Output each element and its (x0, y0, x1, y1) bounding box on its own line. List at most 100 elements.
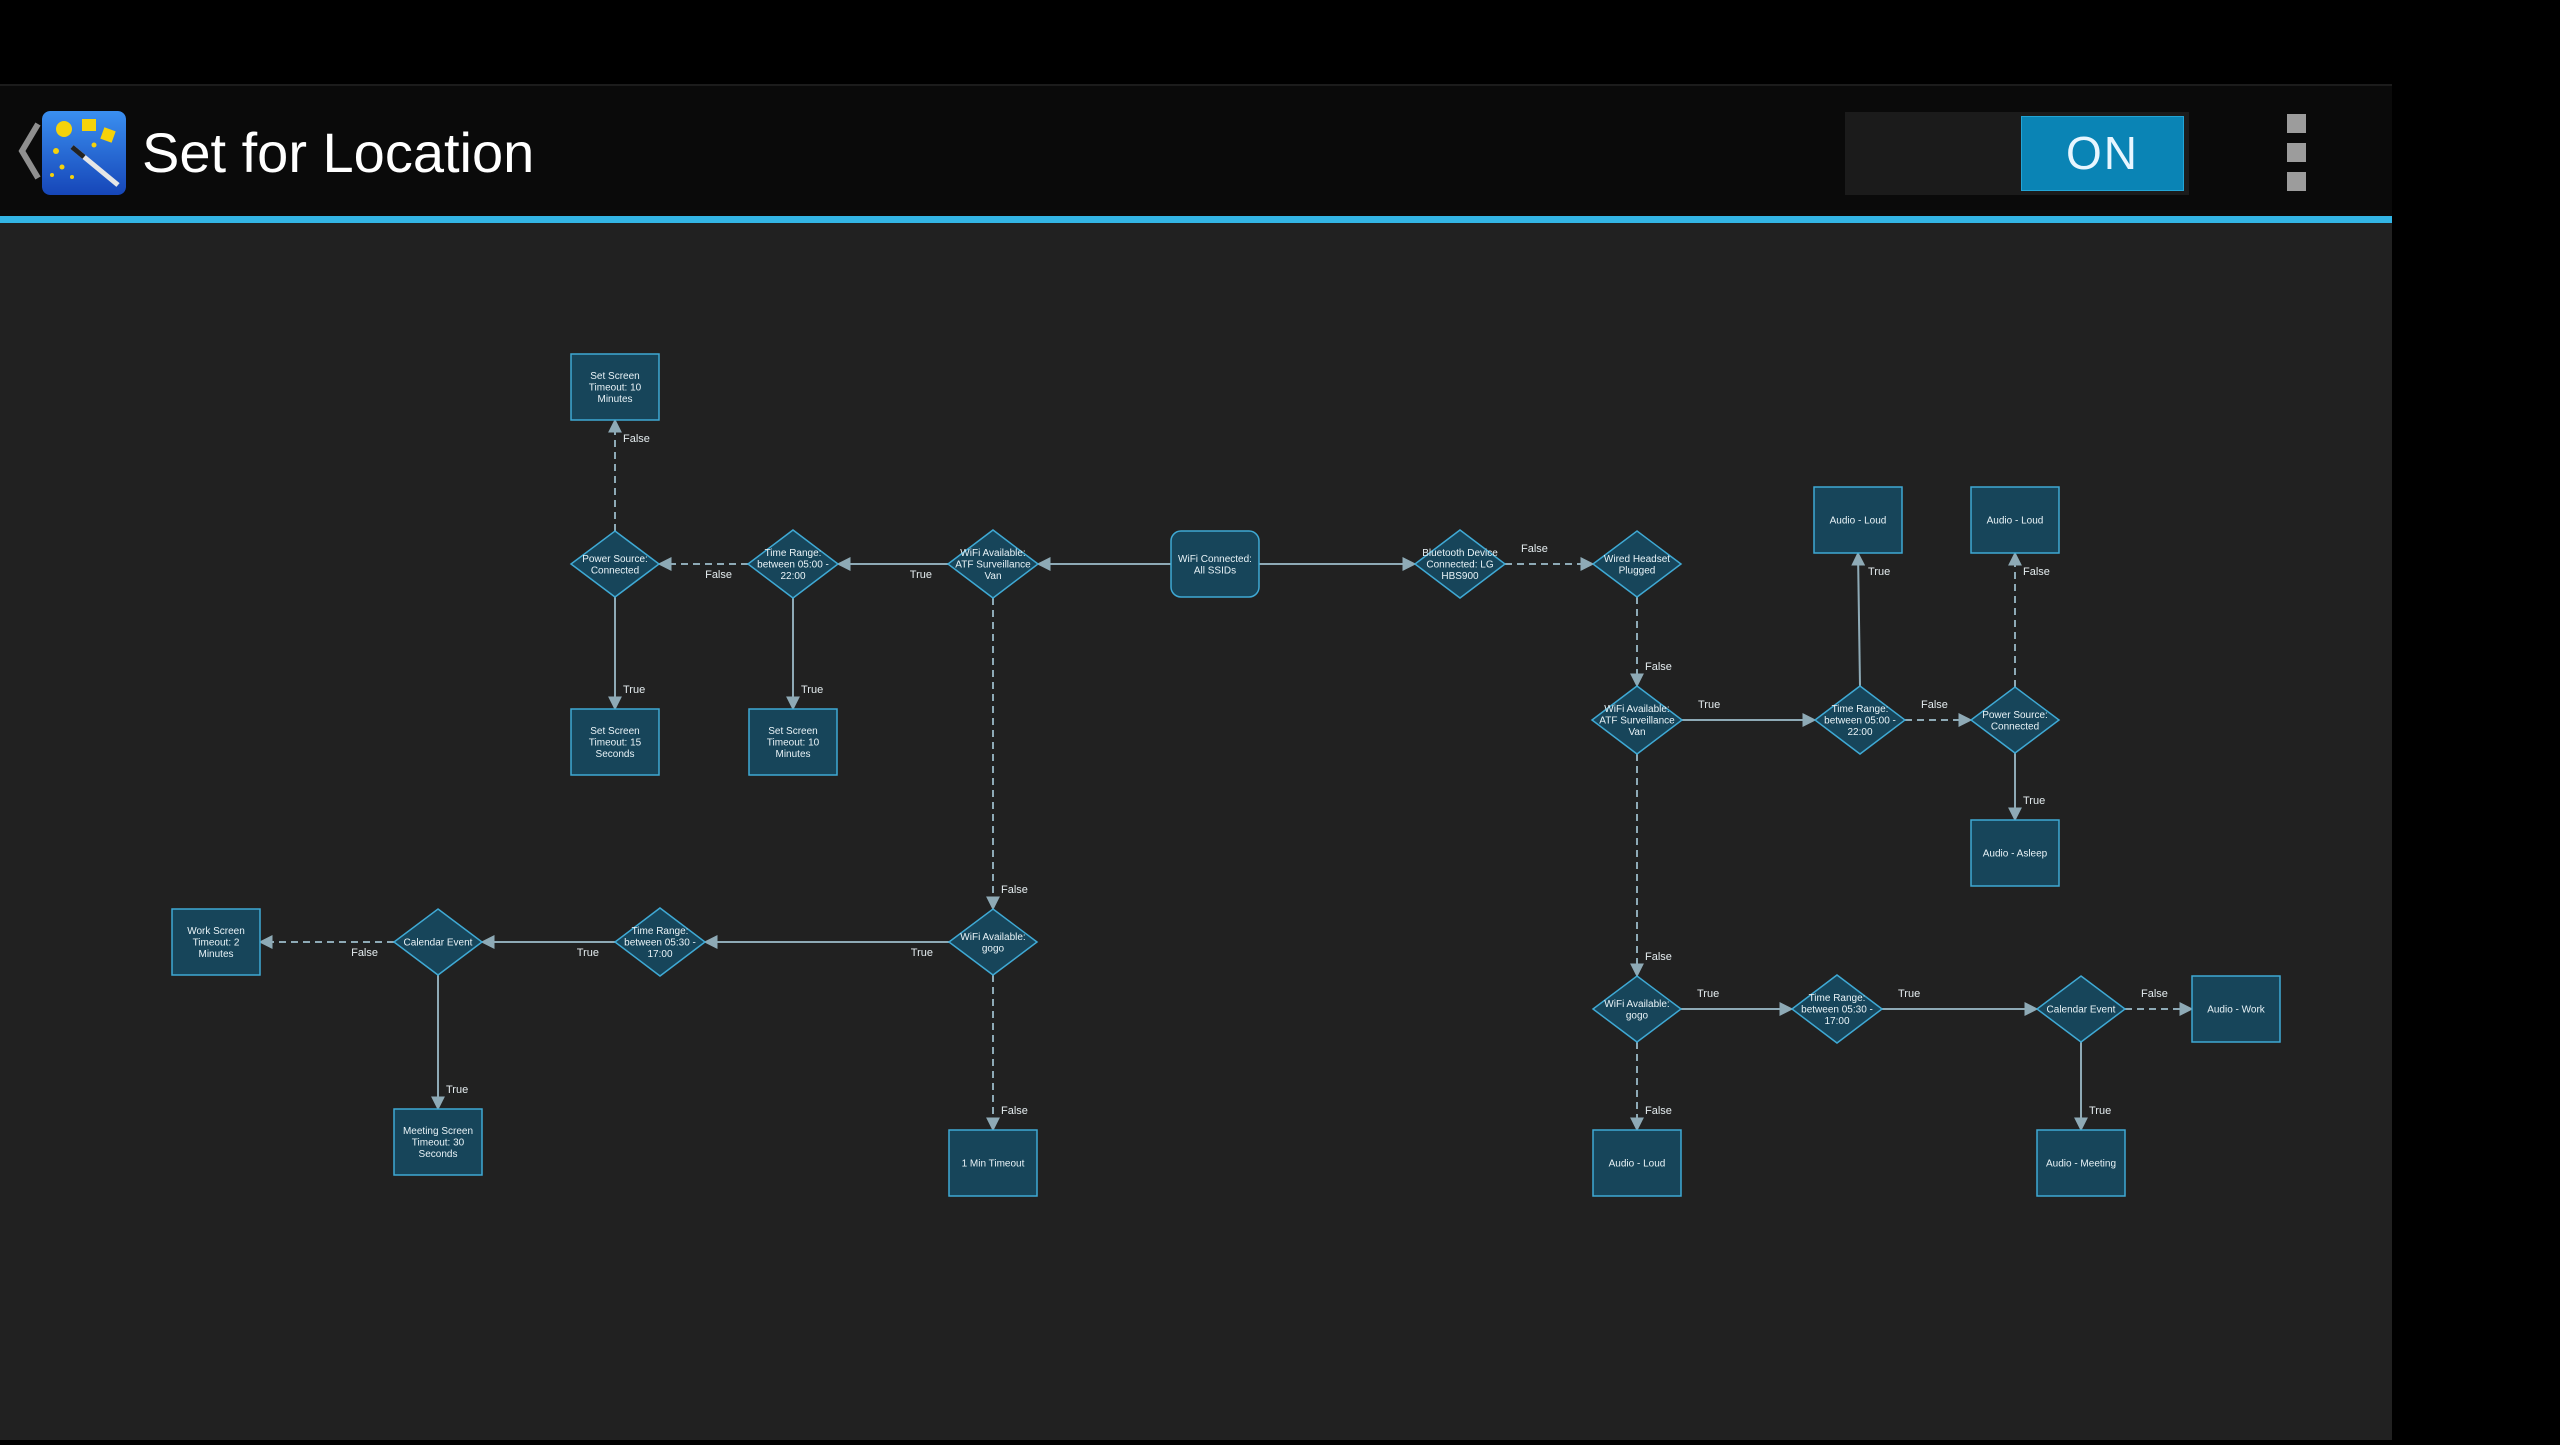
condition-node[interactable]: Power Source:Connected (1969, 686, 2061, 754)
node-shape (392, 908, 484, 976)
node-shape (1170, 530, 1260, 598)
node-shape (2035, 975, 2127, 1043)
action-node[interactable]: Audio - Loud (1592, 1129, 1682, 1197)
connector-label-true: True (1868, 566, 1890, 578)
node-shape (746, 529, 840, 599)
node-shape (1592, 1129, 1682, 1197)
node-shape (1969, 686, 2061, 754)
node-shape (1591, 530, 1683, 598)
connector-label-true: True (623, 684, 645, 696)
condition-node[interactable]: Time Range:between 05:30 -17:00 (1790, 974, 1884, 1044)
connector-label-true: True (446, 1084, 468, 1096)
node-label-line: Seconds (596, 749, 635, 760)
connector-label-false: False (1001, 1105, 1028, 1117)
condition-node[interactable]: Time Range:between 05:30 -17:00 (613, 907, 707, 977)
node-shape (613, 907, 707, 977)
overflow-menu-icon[interactable] (2282, 114, 2310, 192)
node-label-line: Time Range: (765, 548, 822, 559)
connector-label-false: False (1001, 884, 1028, 896)
connector-label-false: False (1921, 699, 1948, 711)
connector-label-true: True (801, 684, 823, 696)
node-shape (570, 353, 660, 421)
connector-label-true: True (577, 947, 599, 959)
node-label-line: Power Source: (1982, 710, 2048, 721)
connector-label-false: False (2023, 566, 2050, 578)
connector-label-false: False (623, 433, 650, 445)
node-label-line: WiFi Available: (1604, 704, 1669, 715)
connector-label-false: False (705, 569, 732, 581)
connector-label-true: True (1697, 988, 1719, 1000)
flow-connector-n11-n13 (1851, 551, 1866, 687)
node-label-line: Set Screen (768, 726, 817, 737)
connector-label-true: True (910, 569, 932, 581)
node-label-line: Time Range: (1809, 993, 1866, 1004)
connector-label-false: False (2141, 988, 2168, 1000)
node-label-line: 17:00 (647, 949, 672, 960)
connector-label-false: False (1645, 1105, 1672, 1117)
condition-node[interactable]: WiFi Available:gogo (947, 908, 1039, 976)
node-label-line: HBS900 (1441, 571, 1479, 582)
condition-node[interactable]: Time Range:between 05:00 -22:00 (1813, 685, 1907, 755)
action-node[interactable]: Audio - Work (2191, 975, 2281, 1043)
node-label-line: Timeout: 2 (193, 938, 240, 949)
condition-node[interactable]: Power Source:Connected (569, 530, 661, 598)
node-label-line: Meeting Screen (403, 1126, 473, 1137)
connector-label-true: True (1698, 699, 1720, 711)
connector-label-true: True (911, 947, 933, 959)
node-label-line: Timeout: 30 (412, 1138, 465, 1149)
toggle-on-label[interactable]: ON (2021, 116, 2184, 191)
chevron-left-icon[interactable] (14, 118, 44, 184)
action-node[interactable]: WiFi Connected:All SSIDs (1170, 530, 1260, 598)
right-edge-strip (2392, 0, 2560, 1440)
condition-node[interactable]: Time Range:between 05:00 -22:00 (746, 529, 840, 599)
node-label-line: Minutes (775, 749, 810, 760)
action-node[interactable]: Audio - Meeting (2036, 1129, 2126, 1197)
node-label-line: between 05:00 - (757, 560, 829, 571)
node-shape (1413, 529, 1507, 599)
node-shape (748, 708, 838, 776)
on-off-toggle[interactable]: ON (1845, 112, 2189, 195)
condition-node[interactable]: WiFi Available:gogo (1591, 975, 1683, 1043)
connector-label-false: False (1645, 661, 1672, 673)
node-label-line: 17:00 (1824, 1016, 1849, 1027)
condition-node[interactable]: Calendar Event (2035, 975, 2127, 1043)
node-label-line: Calendar Event (2047, 1005, 2116, 1016)
node-label-line: ATF Surveillance (1599, 716, 1675, 727)
accent-divider (0, 216, 2392, 223)
node-label-line: Audio - Meeting (2046, 1159, 2116, 1170)
connector-label-false: False (1645, 951, 1672, 963)
node-shape (1813, 685, 1907, 755)
node-label-line: Set Screen (590, 371, 639, 382)
location-wand-app-icon[interactable] (42, 111, 126, 195)
node-label-line: Audio - Asleep (1983, 849, 2048, 860)
node-label-line: between 05:00 - (1824, 716, 1896, 727)
action-node[interactable]: 1 Min Timeout (948, 1129, 1038, 1197)
action-node[interactable]: Audio - Loud (1970, 486, 2060, 554)
node-shape (570, 708, 660, 776)
node-shape (1591, 975, 1683, 1043)
status-bar (0, 0, 2392, 86)
node-label-line: All SSIDs (1194, 565, 1236, 576)
action-node[interactable]: Audio - Asleep (1970, 819, 2060, 887)
node-label-line: Time Range: (1832, 704, 1889, 715)
node-label-line: WiFi Available: (960, 932, 1025, 943)
node-shape (393, 1108, 483, 1176)
node-shape (1970, 819, 2060, 887)
condition-node[interactable]: Calendar Event (392, 908, 484, 976)
node-label-line: gogo (1626, 1010, 1649, 1021)
node-label-line: Audio - Loud (1609, 1159, 1666, 1170)
node-shape (171, 908, 261, 976)
connector-label-false: False (351, 947, 378, 959)
action-node[interactable]: Audio - Loud (1813, 486, 1903, 554)
